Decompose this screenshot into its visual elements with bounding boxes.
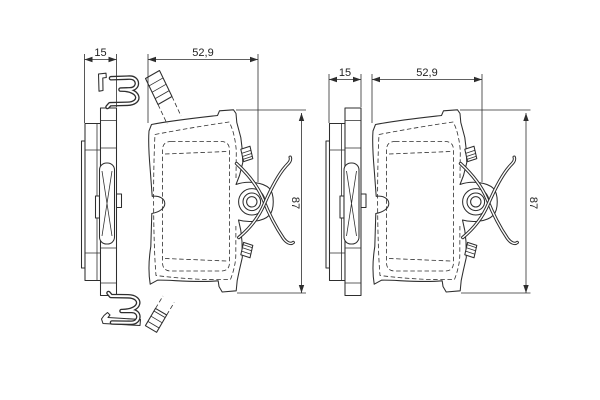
dim-height-left: 87 [236,109,306,294]
dim-height-left-label: 87 [289,197,301,209]
shim-strip-top [144,69,182,125]
fitting-clip-bottom [100,290,142,327]
right-pad-front-view [370,108,519,294]
dim-height-right-label: 87 [527,197,539,209]
dim-thickness-left-label: 15 [94,47,106,59]
left-assembly: 15 52,9 87 [80,47,306,333]
clip-hook [97,72,107,92]
dim-width-left: 52,9 [147,47,259,182]
dim-width-right: 52,9 [371,67,483,182]
right-assembly: 15 52,9 87 [325,67,539,297]
dim-width-left-label: 52,9 [192,47,213,59]
left-pad-side-view [80,107,123,297]
dim-thickness-left: 15 [84,47,117,123]
dim-thickness-right-label: 15 [339,67,351,79]
right-pad-side-view [325,107,367,297]
shim-strip-bottom [144,295,175,333]
left-pad-front-view [146,108,295,294]
dim-width-right-label: 52,9 [416,67,437,79]
dim-height-right: 87 [460,109,539,294]
fitting-clip-top [97,72,140,110]
dim-thickness-right: 15 [328,67,362,123]
